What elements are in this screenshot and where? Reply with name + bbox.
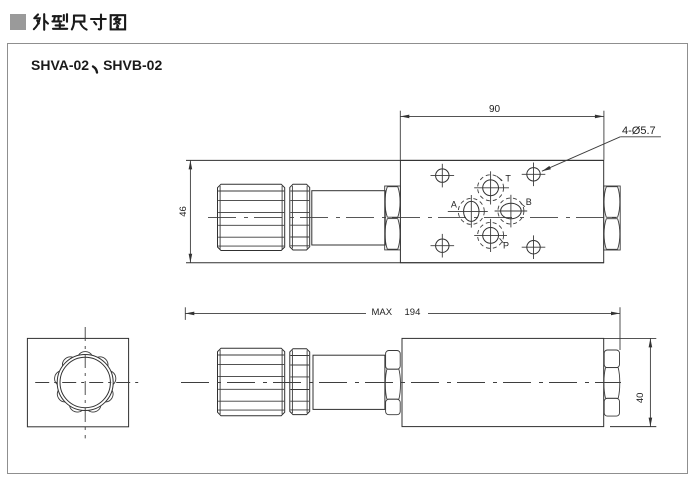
svg-text:46: 46 [178, 206, 189, 217]
svg-text:A: A [451, 199, 457, 209]
svg-text:90: 90 [489, 104, 501, 115]
svg-text:4-Ø5.7: 4-Ø5.7 [622, 125, 656, 137]
svg-text:T: T [505, 173, 511, 183]
svg-text:P: P [503, 241, 509, 251]
svg-text:194: 194 [405, 307, 421, 318]
svg-text:B: B [526, 197, 532, 207]
svg-text:MAX: MAX [372, 307, 393, 318]
svg-text:40: 40 [635, 393, 646, 404]
